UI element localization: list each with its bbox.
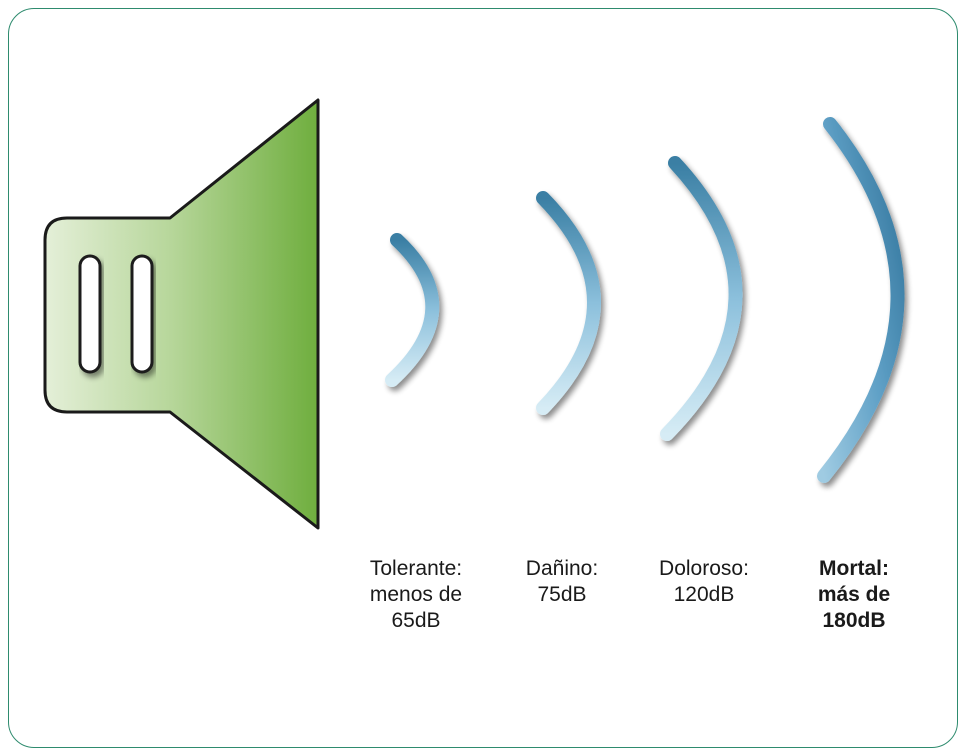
sound-wave-4-icon	[817, 117, 905, 483]
level-label-doloroso: Doloroso: 120dB	[659, 557, 749, 606]
level-label-tolerante: Tolerante: menos de 65dB	[369, 557, 463, 632]
sound-wave-2-icon	[536, 191, 601, 415]
sound-wave-1-icon	[385, 233, 440, 387]
level-label-danino: Dañino: 75dB	[525, 557, 599, 606]
sound-level-diagram	[43, 98, 905, 530]
speaker-slot-left-icon	[78, 254, 102, 374]
speaker-slot-right-icon	[130, 254, 154, 374]
sound-wave-3-icon	[660, 156, 743, 441]
speaker-icon	[43, 98, 320, 530]
level-label-mortal: Mortal: más de 180dB	[817, 557, 891, 632]
